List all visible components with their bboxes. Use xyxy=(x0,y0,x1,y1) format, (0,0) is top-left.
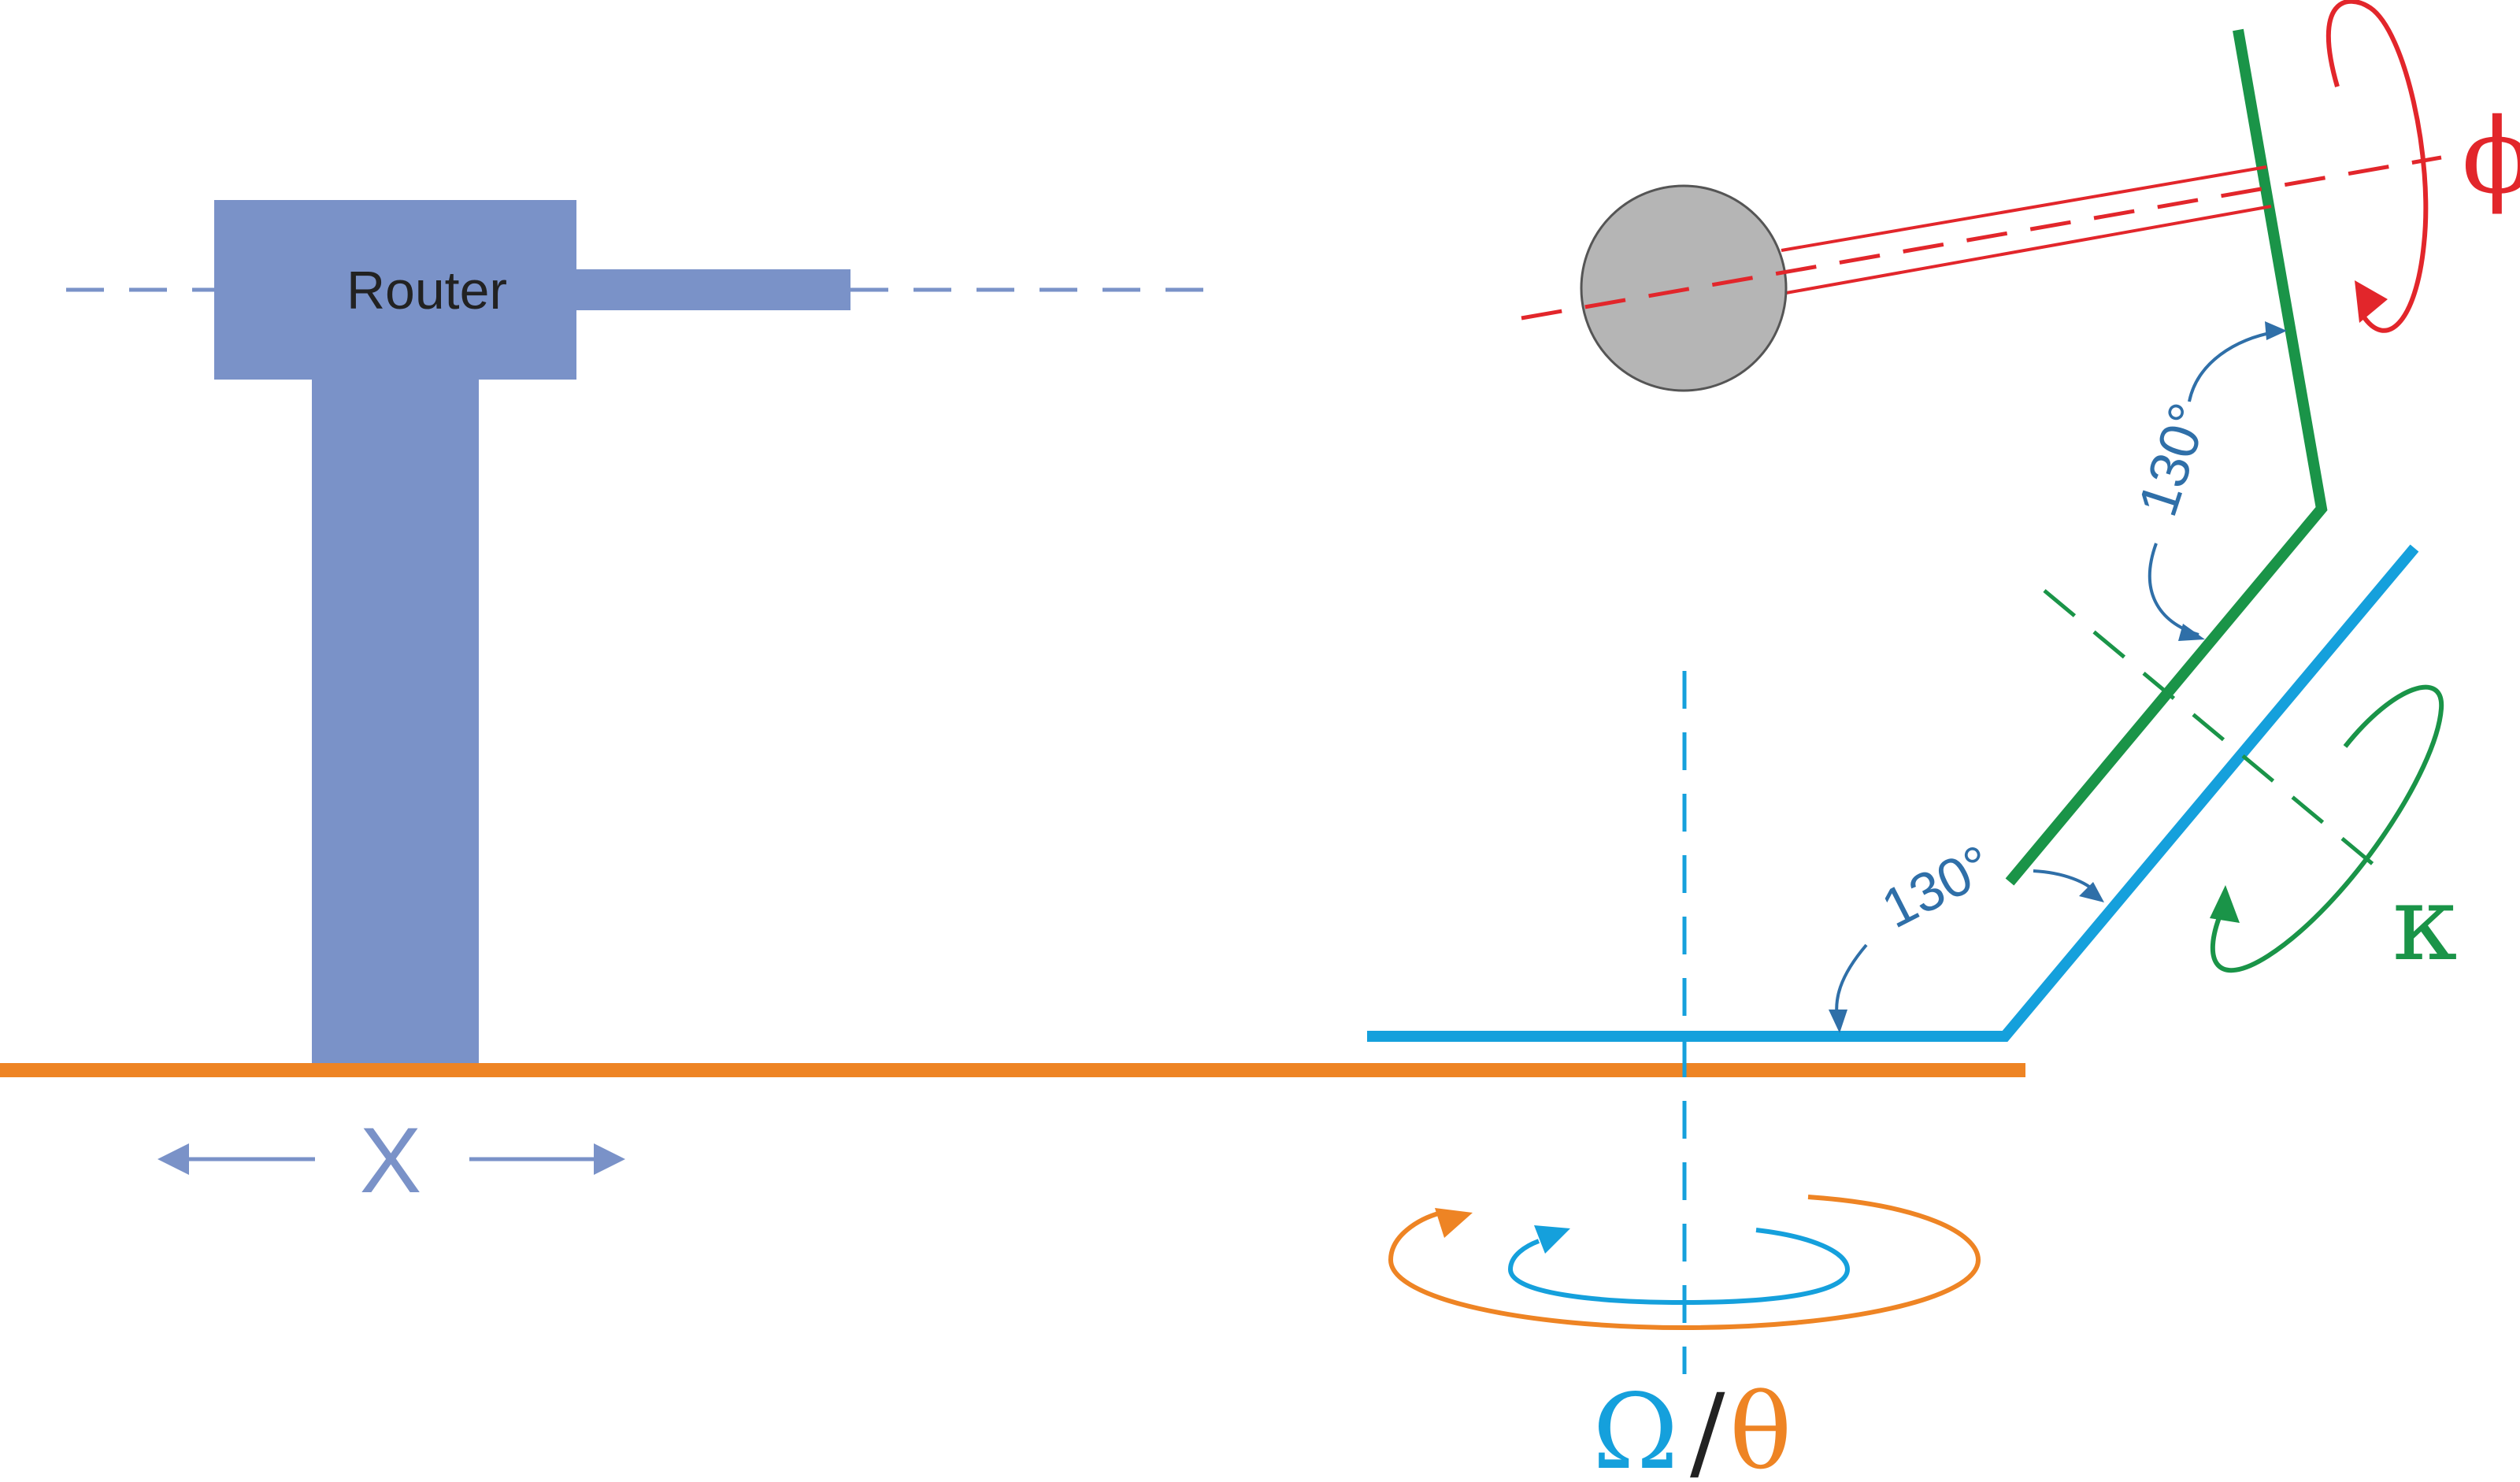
blue-arm-segments xyxy=(1367,544,2419,1042)
upper-angle-arc-top xyxy=(2188,331,2275,402)
lower-angle-arrowhead xyxy=(1829,1010,1847,1033)
phi-rotation-arrowhead xyxy=(2355,280,2388,323)
theta-symbol: θ xyxy=(1729,1372,1792,1482)
blue-arm xyxy=(1367,544,2419,1042)
router-assembly: Router xyxy=(66,200,1228,1071)
lower-angle-label: 130° xyxy=(1872,833,2001,939)
angle-annotation-upper: 130° xyxy=(2126,321,2287,641)
omega-theta-label: Ω / θ xyxy=(1592,1372,1792,1482)
x-arrow-right xyxy=(469,1143,625,1175)
kappa-rotation-arrowhead xyxy=(2210,885,2240,923)
router-stand xyxy=(312,378,479,1071)
omega-symbol: Ω xyxy=(1592,1372,1678,1482)
theta-rotation-ellipse xyxy=(1388,1195,1981,1331)
upper-angle-label: 130° xyxy=(2126,396,2220,524)
theta-rotation-arrowhead xyxy=(1435,1208,1473,1238)
green-arm-segments xyxy=(2005,28,2328,886)
router-head xyxy=(214,200,576,380)
router-arm xyxy=(575,269,850,310)
upper-angle-arrowhead-top xyxy=(2265,321,2287,340)
x-translation: X xyxy=(158,1109,625,1213)
sample-rod xyxy=(1781,165,2272,295)
router-label: Router xyxy=(346,261,507,320)
x-axis-label: X xyxy=(360,1109,422,1213)
phi-rotation-ellipse xyxy=(2326,0,2429,333)
angle-annotation-lower: 130° xyxy=(1829,833,2104,1033)
lower-angle-arrowhead-right xyxy=(2079,882,2104,902)
omega-theta-rotation: Ω / θ xyxy=(1388,671,1981,1482)
upper-angle-arrowhead xyxy=(2178,624,2205,641)
phi-rotation: ϕ xyxy=(1521,0,2520,392)
omega-theta-slash: / xyxy=(1690,1372,1725,1482)
kappa-rotation-ellipse xyxy=(2210,684,2444,973)
phi-axis-dashed xyxy=(1521,155,2442,320)
green-arm xyxy=(2005,28,2328,886)
phi-symbol: ϕ xyxy=(2462,96,2520,217)
kappa-symbol: κ xyxy=(2392,863,2458,984)
x-arrow-left xyxy=(158,1143,315,1175)
kappa-rotation: κ xyxy=(2043,589,2458,984)
upper-angle-arc xyxy=(2148,543,2199,636)
kappa-axis-dashed xyxy=(2043,589,2375,866)
omega-rotation-arrowhead xyxy=(1534,1225,1570,1254)
omega-rotation-ellipse xyxy=(1507,1228,1851,1306)
